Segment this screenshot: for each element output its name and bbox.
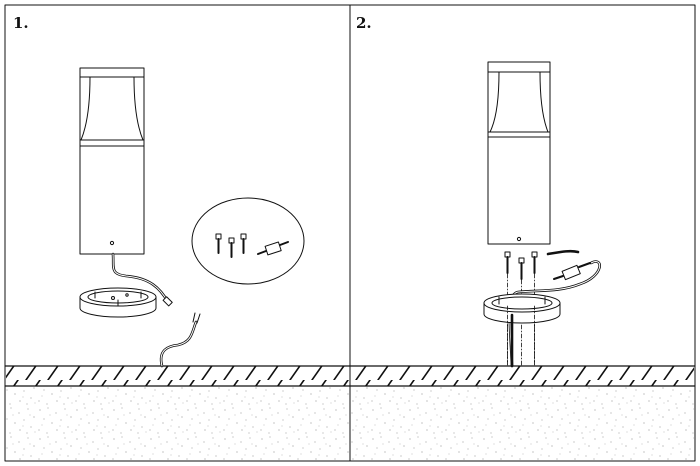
screw-icon [504,251,538,280]
parts-callout [191,197,305,285]
cable-connector-icon [553,262,591,281]
ground [4,365,696,462]
cable-plug [162,296,173,307]
bollard-light [79,67,145,255]
bollard-cable [546,249,580,256]
step-number-2: 2. [356,14,372,32]
cable-connector-icon [257,241,289,256]
base-ring [483,293,561,324]
step-number-1: 1. [13,14,29,32]
panel-1 [79,67,305,368]
panel-2 [483,61,601,368]
base-ring [79,287,157,318]
ground-cable [159,320,198,368]
screw-icon [215,233,247,258]
bollard-light [487,61,551,245]
